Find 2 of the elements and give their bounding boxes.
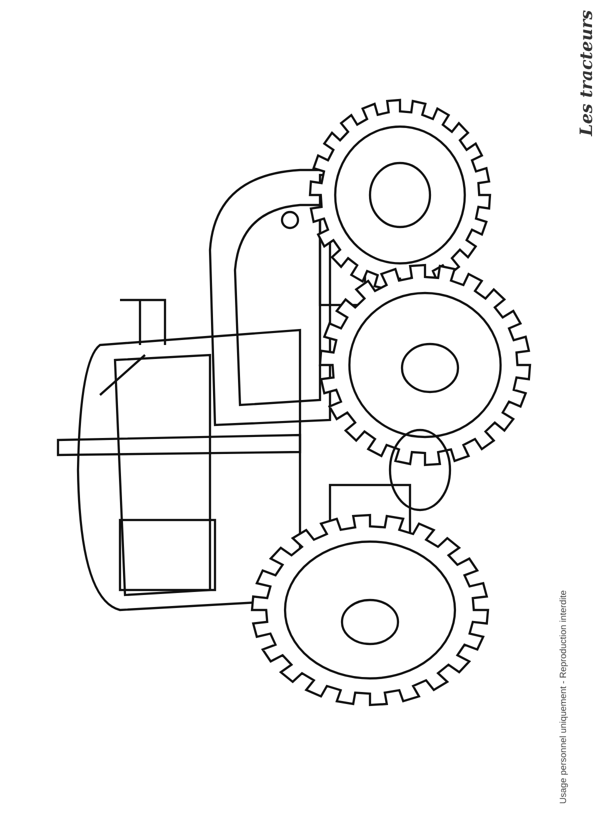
title: Les tracteurs [577, 9, 598, 138]
usage-note: Usage personnel uniquement - Reproduction interdite [558, 589, 569, 806]
